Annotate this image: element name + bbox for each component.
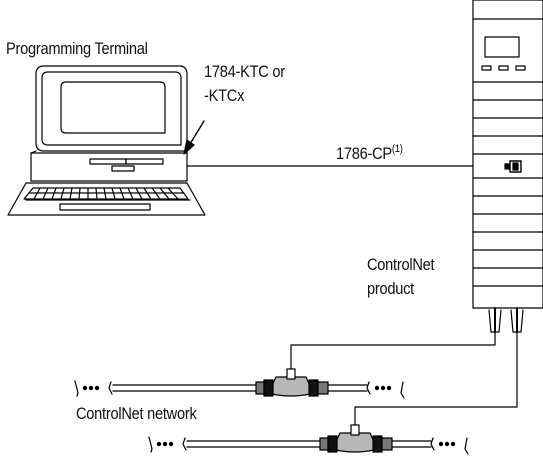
card-pointer-arrow [183,120,205,155]
card-label-line1: 1784-KTC or [204,62,285,81]
programming-terminal-label: Programming Terminal [6,39,148,58]
drop-cables [290,331,518,432]
product-label-line2: product [367,279,414,298]
cable-label: 1786-CP(1) [336,144,403,164]
trunk-cable-2 [148,436,469,455]
tap-1-icon [255,368,329,397]
card-label-line2: -KTCx [204,86,245,105]
cable-label-text: 1786-CP [336,144,392,163]
product-label-line1: ControlNet [367,255,435,274]
tap-2-icon [319,424,393,453]
network-label: ControlNet network [76,404,197,423]
trunk-cable-1 [74,380,405,399]
programming-terminal-icon [7,65,206,216]
controlnet-product-icon [472,0,543,333]
cable-footnote-marker: (1) [391,143,403,155]
